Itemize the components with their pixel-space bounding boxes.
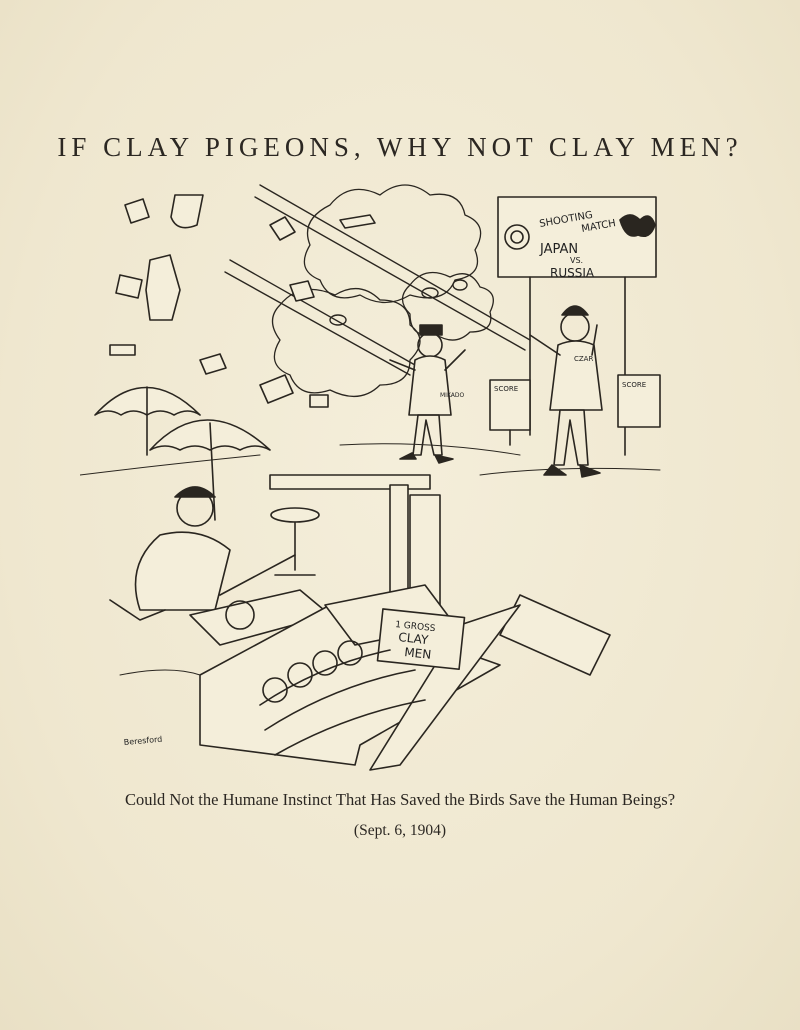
mikado-label: MIKADO [440, 392, 465, 399]
smoke-clouds [271, 184, 494, 397]
mikado-figure [389, 324, 466, 464]
cartoon-title: IF CLAY PIGEONS, WHY NOT CLAY MEN? [57, 132, 743, 162]
cartoon-date: (Sept. 6, 1904) [353, 822, 447, 839]
falling-clay-pieces [109, 194, 376, 408]
score-left-label: SCORE [494, 385, 518, 393]
crate-clay-men [199, 584, 611, 771]
crate-label-2: CLAY [398, 630, 430, 647]
sign-line-4: VS. [570, 256, 583, 265]
sign-line-5: RUSSIA [550, 266, 595, 280]
crate-label-3: MEN [404, 645, 432, 662]
umbrellas [94, 386, 271, 521]
shotgun-barrels [224, 184, 531, 376]
cartoon-illustration: SHOOTING MATCH JAPAN VS. RUSSIA SCORE SC… [80, 184, 661, 771]
cartoon-caption: Could Not the Humane Instinct That Has S… [124, 790, 676, 809]
czar-label: CZAR [574, 355, 593, 363]
crate-label-1: 1 GROSS [395, 620, 436, 634]
trap-operator [109, 486, 231, 621]
shooting-match-sign [497, 196, 657, 456]
czar-figure [529, 305, 603, 478]
ground-grass [80, 443, 661, 476]
artist-signature: Beresford [123, 735, 162, 747]
sign-line-3: JAPAN [539, 242, 578, 257]
pedestal-table [270, 507, 320, 576]
score-right-label: SCORE [622, 381, 646, 389]
